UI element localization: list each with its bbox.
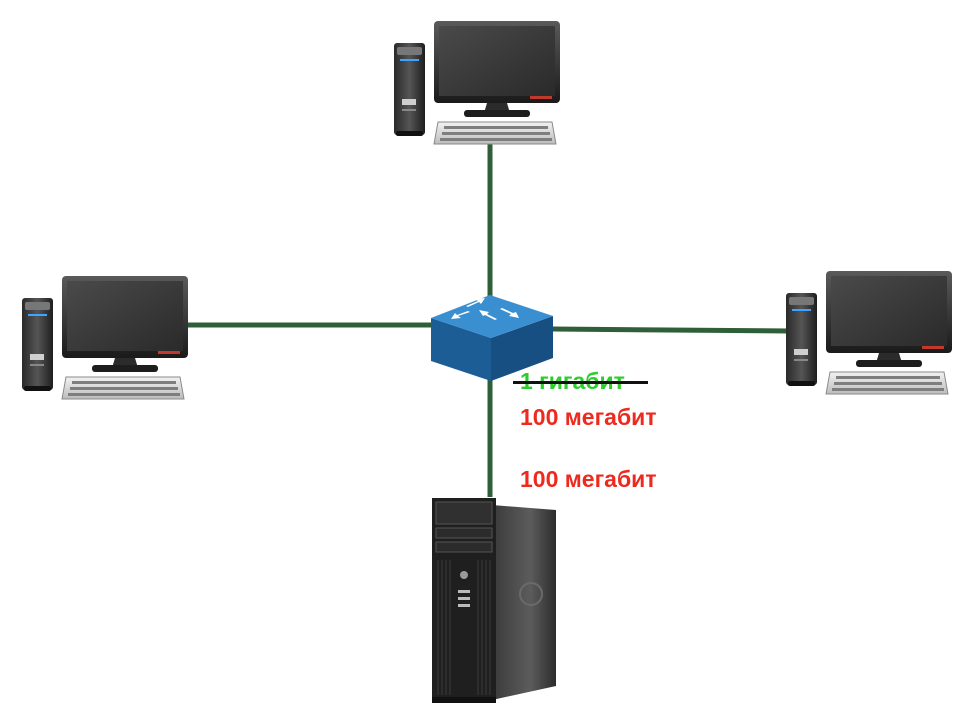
switch-arrows-icon [451, 298, 519, 320]
tower-server-icon [432, 498, 556, 703]
desktop-computer-icon [21, 275, 189, 400]
new-speed-label: 100 мегабит [520, 404, 657, 430]
desktop-computer-icon [393, 20, 561, 145]
strikethrough-line [513, 381, 648, 384]
cable-right [551, 326, 791, 334]
desktop-computer-icon [785, 270, 953, 395]
network-cables [185, 140, 791, 497]
server-speed-label: 100 мегабит [520, 466, 657, 492]
network-switch-icon [431, 295, 553, 381]
